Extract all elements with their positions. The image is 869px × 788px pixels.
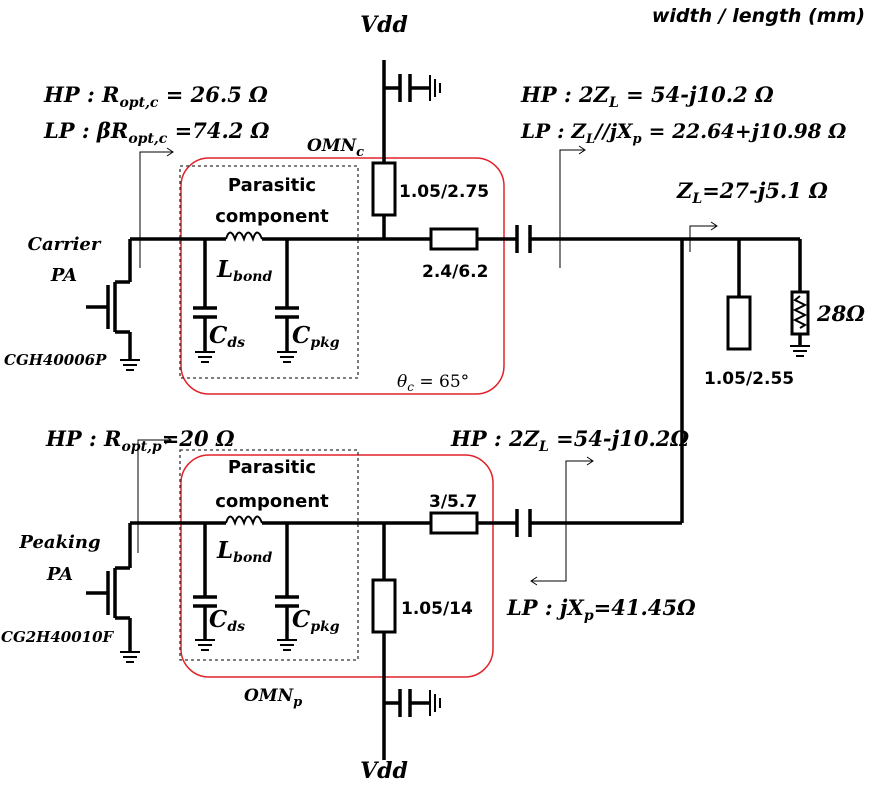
peaking-output-lp-arrow [532,553,567,582]
peaking-cpkg-capacitor [275,523,299,651]
carrier-cds-capacitor [193,239,217,363]
carrier-theta-label: θc = 65° [397,372,469,394]
peaking-omn-label: OMNp [244,686,302,710]
carrier-transistor-icon [86,280,140,371]
peaking-cpkg-label: Cpkg [292,606,340,635]
load-resistor-value: 28Ω [816,301,865,326]
carrier-cpkg-label: Cpkg [292,322,340,351]
peaking-transistor-icon [86,566,140,663]
carrier-parasitic-label-2: component [215,206,329,227]
carrier-lp-impedance: LP : βRopt,c =74.2 Ω [43,118,270,147]
peaking-pa-label: Peaking [18,532,100,553]
load-stub-value: 1.05/2.55 [704,369,794,389]
carrier-lbond-label: Lbond [216,256,272,285]
carrier-hp-impedance: HP : Ropt,c = 26.5 Ω [43,82,268,111]
carrier-output-arrow [559,149,584,268]
peaking-device-name: CG2H40010F [1,628,115,646]
peaking-pa-label-2: PA [46,564,73,585]
peaking-wires [128,521,682,760]
carrier-parasitic-label: Parasitic [228,175,316,196]
carrier-parasitic-outline [179,165,359,379]
zl-arrow [689,225,716,252]
peaking-series-line [429,511,479,535]
reference-arrows [137,145,718,586]
carrier-series-value: 2.4/6.2 [422,262,488,282]
peaking-hp-impedance: HP : Ropt,p=20 Ω [45,426,235,455]
units-note: width / length (mm) [652,5,865,27]
carrier-series-line [429,227,479,251]
top-vdd-capacitor [398,74,441,102]
load-resistor-icon [790,290,810,357]
peaking-output-hp-arrow [565,460,592,553]
carrier-wires [128,60,802,523]
carrier-dc-block-capacitor [515,225,532,253]
carrier-omn-outline [180,157,505,395]
carrier-pa-label-2: PA [50,265,77,286]
peaking-cds-capacitor [193,523,217,651]
peaking-parasitic-outline [179,449,359,661]
peaking-output-lp: LP : jXp=41.45Ω [506,595,696,624]
peaking-cds-label: Cds [209,606,245,635]
peaking-stub-line [371,578,397,634]
zl-label: ZL=27-j5.1 Ω [676,178,828,207]
carrier-pa-label: Carrier [28,234,102,255]
peaking-output-hp: HP : 2ZL =54-j10.2Ω [450,426,689,455]
bottom-vdd-capacitor [398,689,441,717]
load-stub-line [726,295,752,351]
carrier-bond-inductor [225,231,263,243]
peaking-stub-value: 1.05/14 [401,599,473,619]
top-vdd-label: Vdd [360,12,408,38]
carrier-stub-line [371,161,397,217]
carrier-device-name: CGH40006P [4,351,107,369]
peaking-omn-outline [180,454,494,678]
bottom-vdd-label: Vdd [360,758,408,783]
carrier-output-hp: HP : 2ZL = 54-j10.2 Ω [520,82,774,111]
carrier-cds-label: Cds [209,322,245,351]
peaking-lbond-label: Lbond [216,537,272,566]
peaking-parasitic-label-2: component [215,491,329,512]
peaking-series-value: 3/5.7 [429,492,477,512]
carrier-stub-value: 1.05/2.75 [399,182,489,202]
carrier-input-arrow [139,151,172,268]
peaking-parasitic-label: Parasitic [228,457,316,478]
carrier-omn-label: OMNc [307,136,364,160]
peaking-dc-block-capacitor [515,509,532,537]
carrier-cpkg-capacitor [275,239,299,363]
peaking-bond-inductor [225,515,263,527]
peaking-input-arrow [137,439,170,553]
carrier-output-lp: LP : ZL//jXp = 22.64+j10.98 Ω [520,119,847,147]
